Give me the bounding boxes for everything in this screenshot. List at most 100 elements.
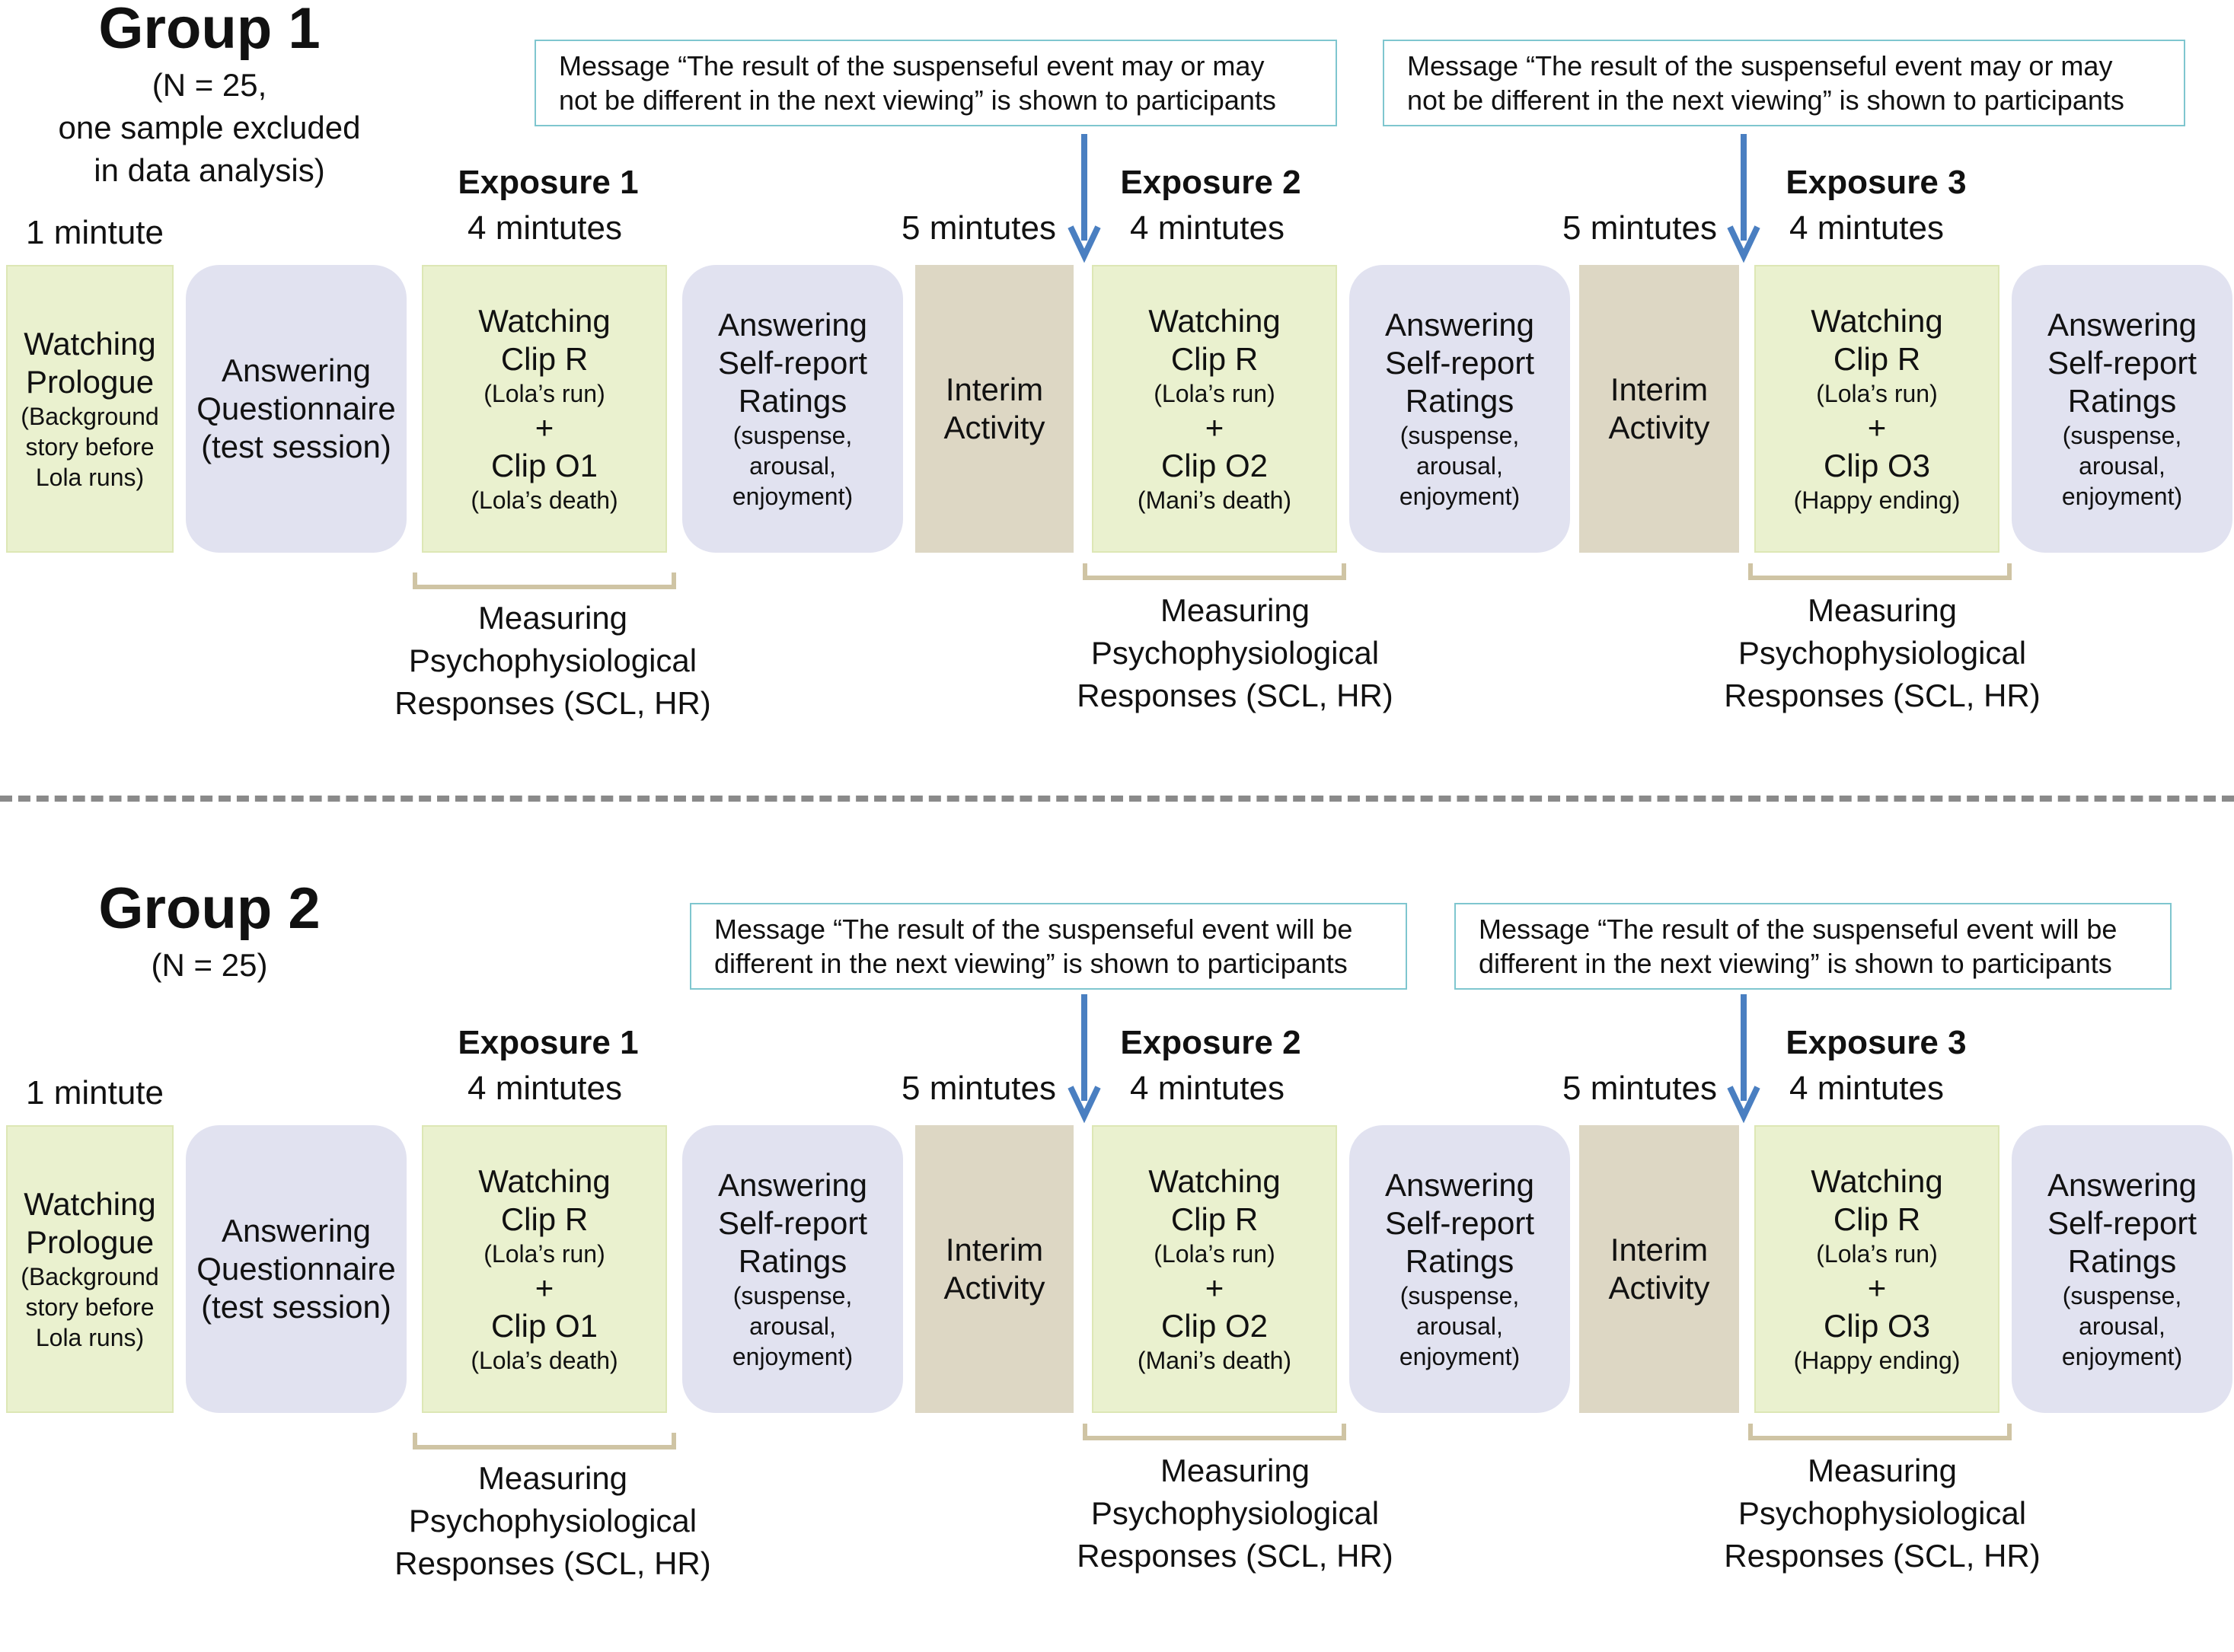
duration-exposure-3: 4 mintutes [1789,1070,1944,1107]
box-line: Self-report [717,1205,868,1241]
box-line: + [535,410,554,445]
box-line: Self-report [717,345,868,381]
measurement-bracket-1 [413,572,676,589]
group-1-panel: Group 1 (N = 25, one sample excluded in … [0,0,2234,792]
measuring-line-3: Responses (SCL, HR) [1724,678,2041,713]
duration-prologue: 1 mintute [26,1074,164,1111]
box-note: enjoyment) [732,1343,854,1370]
box-note: (Happy ending) [1793,1347,1961,1374]
box-line: Activity [1608,410,1710,445]
exposure-1-label: Exposure 1 [458,1024,639,1061]
measuring-line-2: Psychophysiological [408,643,697,678]
duration-exposure-3: 4 mintutes [1789,209,1944,247]
watching-clip-box-2: Watching Clip R (Lola’s run) + Clip O2 (… [1092,1125,1337,1413]
box-note: arousal, [2079,1312,2165,1340]
measuring-line-3: Responses (SCL, HR) [394,1545,711,1581]
questionnaire-box: Answering Questionnaire (test session) [186,1125,407,1413]
watching-clip-box-1: Watching Clip R (Lola’s run) + Clip O1 (… [422,265,667,553]
box-line: Clip R [500,341,589,377]
box-line: Ratings [1405,1243,1514,1279]
box-note: (Happy ending) [1793,486,1961,514]
box-line: Watching [478,303,611,339]
measuring-label-3: Measuring Psychophysiological Responses … [1692,589,2073,717]
box-line: Interim [1610,1232,1709,1268]
box-note: enjoyment) [2061,1343,2183,1370]
box-line: Interim [945,1232,1044,1268]
self-report-box-2: Answering Self-report Ratings (suspense,… [1349,265,1570,553]
box-note: arousal, [749,1312,836,1340]
box-note: (suspense, [1399,422,1520,449]
box-line: Interim [945,372,1044,407]
measuring-label-3: Measuring Psychophysiological Responses … [1692,1449,2073,1577]
box-line: Self-report [1384,345,1535,381]
self-report-box-2: Answering Self-report Ratings (suspense,… [1349,1125,1570,1413]
box-line: Clip O3 [1823,1308,1931,1344]
message-line-1: Message “The result of the suspenseful e… [559,50,1265,81]
box-line: Activity [943,410,1045,445]
box-note: arousal, [2079,452,2165,480]
box-line: Clip O1 [490,448,598,483]
exposure-3-label: Exposure 3 [1786,1024,1967,1061]
box-line: Answering [2047,1167,2197,1203]
group-2-note-line-1: (N = 25) [151,947,268,983]
box-note: (suspense, [2062,1282,2182,1309]
message-line-1: Message “The result of the suspenseful e… [714,914,1353,945]
box-note: (Mani’s death) [1137,1347,1292,1374]
box-note: (Lola’s run) [1154,380,1275,407]
box-line: Prologue [25,1224,155,1260]
box-note: (Background [21,403,159,430]
box-line: Clip O2 [1160,448,1269,483]
box-line: Answering [1384,307,1535,343]
group-1-sample-note: (N = 25, one sample excluded in data ana… [15,64,404,192]
duration-interim-1: 5 mintutes [902,209,1056,247]
questionnaire-box: Answering Questionnaire (test session) [186,265,407,553]
box-line: Clip O1 [490,1308,598,1344]
measuring-line-2: Psychophysiological [1090,1495,1380,1531]
box-line: Activity [1608,1270,1710,1306]
box-line: + [1205,410,1224,445]
measuring-line-1: Measuring [1160,1453,1310,1488]
self-report-box-3: Answering Self-report Ratings (suspense,… [2012,1125,2232,1413]
message-box-1: Message “The result of the suspenseful e… [690,903,1407,990]
box-line: Interim [1610,372,1709,407]
box-line: Self-report [2047,345,2197,381]
box-line: Ratings [2067,1243,2177,1279]
box-note: (Lola’s death) [471,486,618,514]
box-line: Questionnaire [196,391,396,426]
box-line: + [1867,410,1887,445]
box-note: enjoyment) [1399,1343,1521,1370]
box-note: arousal, [749,452,836,480]
group-1-note-line-2: one sample excluded [58,110,361,145]
box-line: Clip O2 [1160,1308,1269,1344]
box-line: Clip R [1833,1201,1921,1237]
duration-exposure-1: 4 mintutes [468,209,622,247]
box-note: enjoyment) [2061,483,2183,510]
duration-exposure-2: 4 mintutes [1130,1070,1285,1107]
box-note: Lola runs) [35,1324,145,1351]
box-line: + [1205,1270,1224,1306]
duration-exposure-2: 4 mintutes [1130,209,1285,247]
interim-activity-box-2: Interim Activity [1579,265,1739,553]
measuring-line-2: Psychophysiological [1738,635,2027,671]
box-note: (Background [21,1263,159,1290]
measuring-label-2: Measuring Psychophysiological Responses … [1045,589,1425,717]
box-note: (Lola’s run) [1154,1240,1275,1268]
box-line: Clip R [500,1201,589,1237]
arrow-down-icon [1068,134,1101,263]
measuring-line-1: Measuring [1807,592,1958,628]
box-line: (test session) [201,1289,391,1325]
measuring-label-2: Measuring Psychophysiological Responses … [1045,1449,1425,1577]
message-box-1: Message “The result of the suspenseful e… [535,40,1337,126]
box-line: Clip R [1833,341,1921,377]
measuring-label-1: Measuring Psychophysiological Responses … [362,597,743,725]
measurement-bracket-2 [1083,563,1346,580]
box-line: Watching [478,1163,611,1199]
measuring-line-3: Responses (SCL, HR) [394,685,711,721]
box-line: Watching [24,1186,156,1222]
box-note: (Lola’s death) [471,1347,618,1374]
interim-activity-box-2: Interim Activity [1579,1125,1739,1413]
watching-prologue-box: Watching Prologue (Background story befo… [6,1125,174,1413]
box-line: Self-report [2047,1205,2197,1241]
box-note: (suspense, [732,1282,853,1309]
box-line: Answering [221,352,372,388]
